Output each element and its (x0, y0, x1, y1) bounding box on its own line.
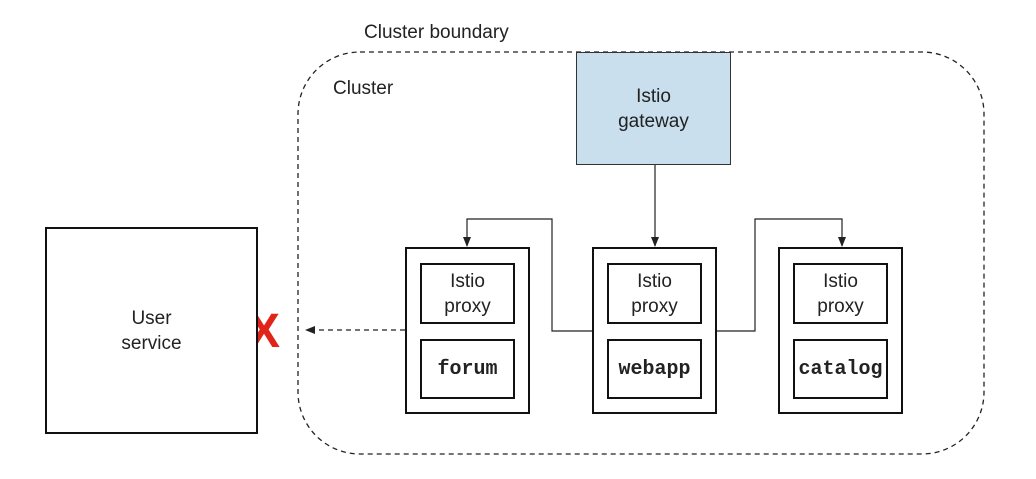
webapp-service: webapp (607, 339, 702, 399)
user-service-label-line2: service (121, 332, 182, 354)
proxy-label-line1: Istio (637, 270, 672, 292)
catalog-service-label: catalog (798, 357, 883, 381)
proxy-label-line2: proxy (444, 295, 491, 317)
forum-service: forum (420, 339, 515, 399)
catalog-pod: Istio proxy catalog (778, 247, 903, 414)
webapp-service-label: webapp (618, 357, 691, 381)
forum-service-label: forum (437, 357, 498, 381)
webapp-to-forum-arrow (463, 218, 594, 332)
gateway-label-line2: gateway (618, 110, 689, 132)
user-service-box: User service (45, 227, 258, 434)
proxy-label-line1: Istio (450, 270, 485, 292)
catalog-istio-proxy: Istio proxy (793, 263, 888, 324)
proxy-label-line2: proxy (631, 295, 678, 317)
forum-istio-proxy: Istio proxy (420, 263, 515, 324)
gateway-label-line1: Istio (636, 85, 671, 107)
webapp-istio-proxy: Istio proxy (607, 263, 702, 324)
webapp-pod: Istio proxy webapp (592, 247, 717, 414)
istio-gateway-box: Istio gateway (576, 52, 731, 165)
cluster-boundary-label: Cluster boundary (364, 22, 509, 43)
cluster-label: Cluster (333, 78, 394, 99)
proxy-label-line2: proxy (817, 295, 864, 317)
user-service-label-line1: User (131, 307, 172, 329)
catalog-service: catalog (793, 339, 888, 399)
forum-pod: Istio proxy forum (405, 247, 530, 414)
proxy-label-line1: Istio (823, 270, 858, 292)
webapp-to-catalog-arrow (716, 218, 846, 332)
